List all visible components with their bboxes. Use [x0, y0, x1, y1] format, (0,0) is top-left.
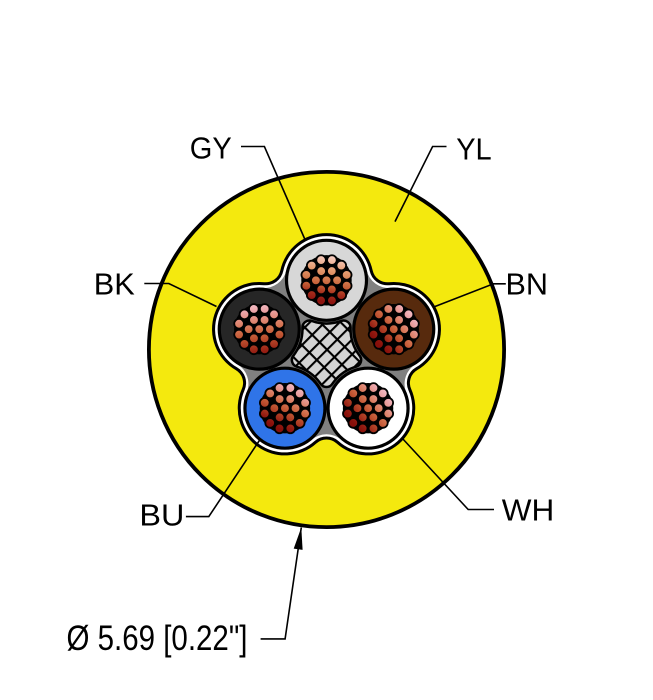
svg-text:BN: BN — [506, 266, 549, 301]
svg-text:WH: WH — [502, 492, 555, 527]
svg-text:YL: YL — [456, 131, 492, 166]
svg-text:Ø 5.69 [0.22"]: Ø 5.69 [0.22"] — [67, 619, 248, 658]
svg-text:BU: BU — [139, 498, 184, 533]
svg-text:BK: BK — [94, 266, 135, 301]
svg-text:GY: GY — [190, 131, 232, 166]
